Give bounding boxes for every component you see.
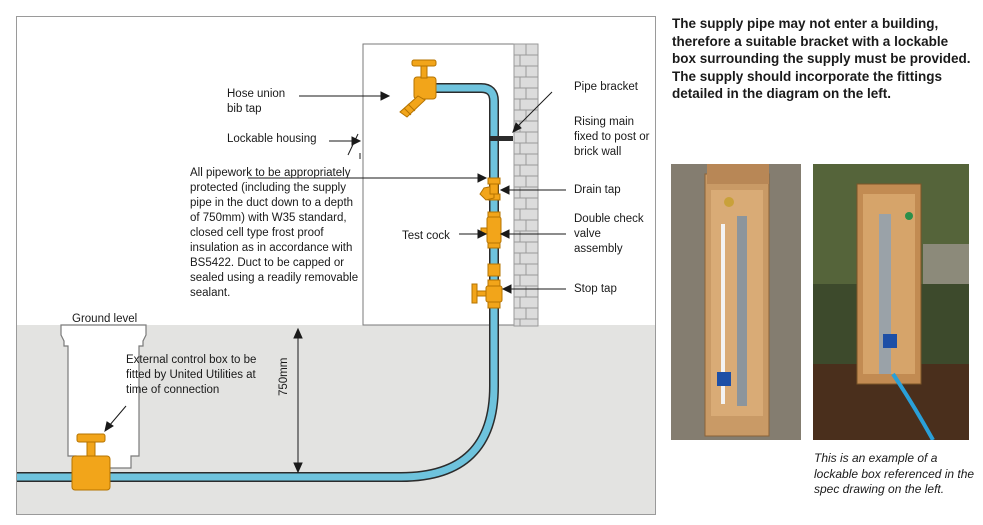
hose-union-bib-tap-drawing <box>399 59 437 118</box>
external-control-box-label: External control box to be fitted by Uni… <box>126 354 257 396</box>
diagram-drawing <box>16 16 656 515</box>
ground-level-label: Ground level <box>72 313 138 325</box>
double-check-valve-label: Double check valve assembly <box>574 213 644 255</box>
description-text: The supply pipe may not enter a building… <box>672 16 971 101</box>
stop-tap-drawing <box>471 279 503 309</box>
depth-dimension <box>293 327 303 474</box>
depth-label: 750mm <box>278 357 290 396</box>
drain-tap-label: Drain tap <box>574 184 621 196</box>
coupling-drawing <box>487 263 501 277</box>
supply-pipe <box>17 84 498 481</box>
hose-union-label: Hose union bib tap <box>227 88 286 115</box>
double-check-valve-drawing <box>480 211 502 249</box>
pipe-bracket <box>489 136 513 141</box>
lockable-housing-label: Lockable housing <box>227 133 317 145</box>
stop-tap-label: Stop tap <box>574 283 617 295</box>
photo-caption: This is an example of a lockable box ref… <box>814 451 975 496</box>
pipe-bracket-label: Pipe bracket <box>574 81 638 93</box>
test-cock-label: Test cock <box>402 230 450 242</box>
rising-main-label: Rising main fixed to post or brick wall <box>574 116 650 158</box>
leader-lines <box>104 91 566 433</box>
pipework-protection-label: All pipework to be appropriately protect… <box>190 167 359 299</box>
drain-tap-drawing <box>479 177 501 201</box>
control-box-outline <box>60 324 147 469</box>
installation-diagram: Hose union bib tap Lockable housing All … <box>16 16 656 515</box>
control-valve-drawing <box>71 433 111 491</box>
lockable-box-photo-1 <box>671 164 801 440</box>
lockable-box-photo-2 <box>813 164 969 440</box>
